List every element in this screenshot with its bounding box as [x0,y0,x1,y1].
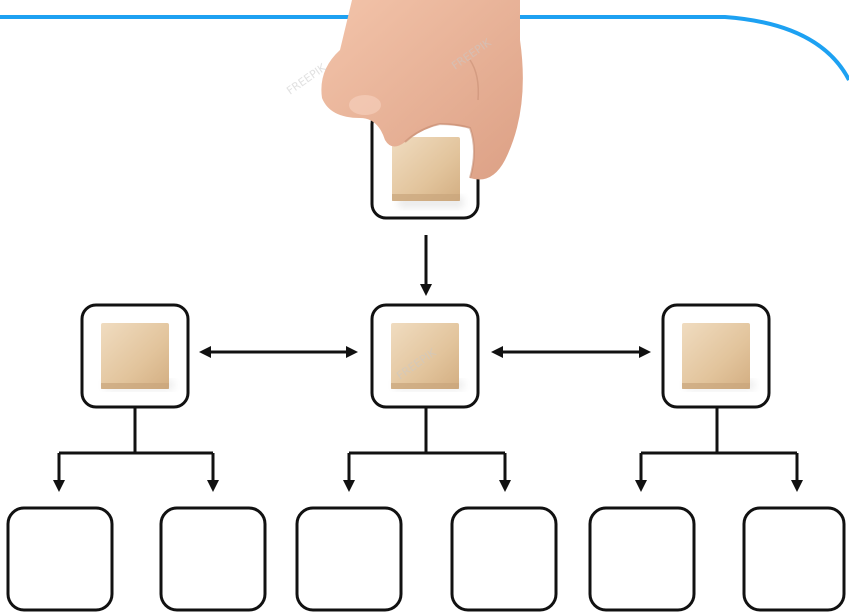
leaf-node-2 [159,506,267,612]
mid-right-cube [682,323,750,389]
accent-curve [0,15,849,81]
mid-left-cube [101,323,169,389]
top-cube [392,137,464,208]
branch-right [635,407,803,492]
leaf-node-3 [295,506,403,612]
branch-left [53,407,219,492]
branch-center [343,407,511,492]
mid-right-node [661,303,771,409]
mid-center-cube [391,323,459,389]
mid-left-node [80,303,190,409]
leaf-node-4 [450,506,558,612]
mid-center-node [370,303,480,409]
leaf-node-1 [6,506,114,612]
leaf-node-6 [742,506,846,612]
hand [321,0,523,180]
leaf-node-5 [588,506,696,612]
